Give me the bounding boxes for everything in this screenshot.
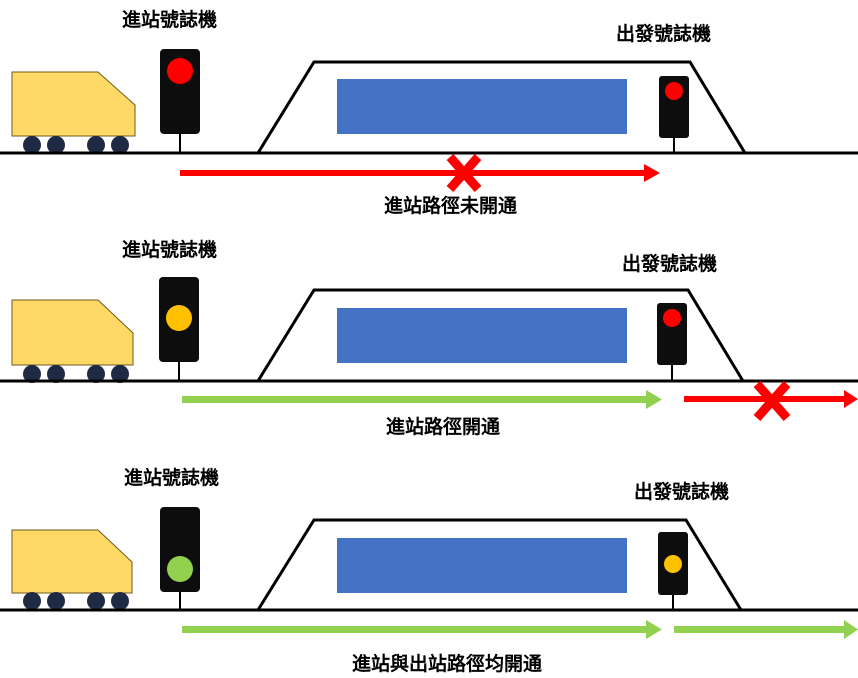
train-body [11,529,133,594]
wheel [23,592,41,610]
train [11,71,136,154]
exit-signal [658,532,688,610]
arrow-head [844,390,858,408]
red-lamp [665,82,683,100]
wheel [47,136,65,154]
exit-route-arrow [684,390,858,408]
scenario-1: 進站號誌機 出發號誌機 [0,8,858,217]
yellow-lamp [166,305,192,331]
train [11,299,134,383]
arrow-head [646,390,662,409]
exit-signal-label: 出發號誌機 [616,22,711,45]
station-platform [256,288,745,382]
red-lamp [167,58,193,84]
caption: 進站與出站路徑均開通 [352,652,543,675]
exit-signal [659,76,689,153]
entry-signal-label: 進站號誌機 [124,466,219,489]
arrow-shaft [182,626,646,633]
wheel [111,592,129,610]
blocked-x-icon [753,381,791,421]
wheel [47,365,65,383]
caption: 進站路徑未開通 [384,194,518,217]
wheel [111,136,129,154]
entry-signal [160,507,200,610]
entry-signal-label: 進站號誌機 [122,238,217,261]
platform-outline [256,518,743,611]
exit-route-arrow [674,620,858,639]
wheel [87,365,105,383]
blocked-x-icon [446,154,482,192]
arrow-head [844,620,858,639]
station-platform [256,60,747,154]
wheel [87,592,105,610]
platform-panel [337,538,627,593]
arrow-shaft [180,170,644,176]
arrow-shaft [674,626,844,633]
yellow-lamp [664,555,682,573]
arrow-head [644,164,660,182]
arrow-shaft [684,396,844,402]
exit-signal-label: 出發號誌機 [622,252,717,275]
exit-signal-label: 出發號誌機 [634,480,729,503]
exit-signal [657,303,687,381]
scenario-2: 進站號誌機 出發號誌機 [0,238,858,438]
entry-route-arrow [182,390,662,409]
red-lamp [663,309,681,327]
wheel [23,136,41,154]
platform-panel [337,79,627,134]
train-body [11,299,134,366]
caption: 進站路徑開通 [386,415,501,438]
wheel [23,365,41,383]
entry-route-arrow [180,164,660,182]
green-lamp [167,556,193,582]
scenario-3: 進站號誌機 出發號誌機 [0,466,858,675]
entry-signal-label: 進站號誌機 [122,8,217,31]
wheel [47,592,65,610]
train-body [11,71,136,137]
platform-outline [256,60,747,154]
arrow-head [646,620,662,639]
wheel [111,365,129,383]
platform-outline [256,288,745,382]
entry-signal [159,277,199,381]
entry-route-arrow [182,620,662,639]
station-platform [256,518,743,611]
entry-signal [160,49,200,153]
train [11,529,133,610]
platform-panel [337,308,627,363]
arrow-shaft [182,396,646,403]
wheel [87,136,105,154]
